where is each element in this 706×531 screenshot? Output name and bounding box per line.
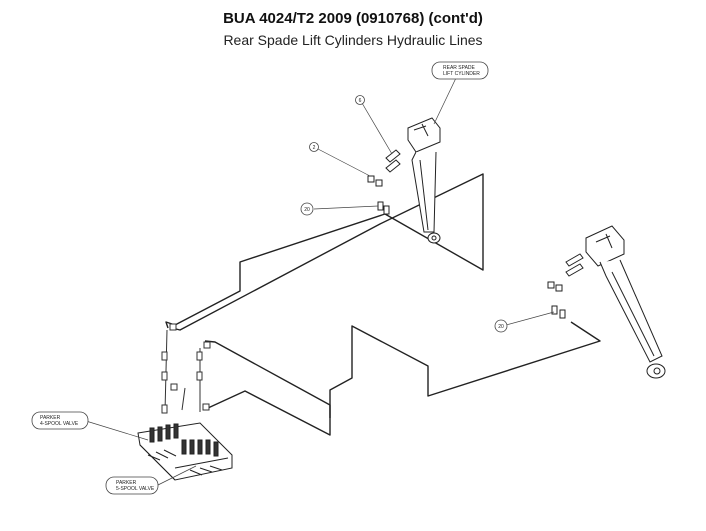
leader-item-20-lower: [505, 311, 555, 326]
item-bubble-2: 2: [309, 142, 319, 152]
hydraulic-line-lower-return: [204, 340, 331, 418]
page-title: BUA 4024/T2 2009 (0910768) (cont'd): [223, 10, 483, 27]
rear-spade-lift-cylinder-lower: [585, 225, 666, 379]
svg-text:20: 20: [304, 207, 310, 213]
svg-text:20: 20: [498, 324, 504, 330]
elbow-fittings-lower: [547, 281, 566, 319]
callout-rear-spade-lift-cylinder: REAR SPADE LIFT CYLINDER: [431, 61, 489, 80]
item-bubble-6: 6: [355, 95, 365, 105]
hose-fittings: [161, 323, 211, 414]
callout-parker-5-spool-valve: PARKER 5-SPOOL VALVE: [105, 476, 159, 495]
cylinder-pins-upper: [385, 149, 401, 173]
svg-text:5-SPOOL VALVE: 5-SPOOL VALVE: [116, 486, 155, 492]
parker-spool-valves: [137, 422, 233, 481]
hydraulic-line-upper: [165, 173, 484, 331]
svg-text:REAR SPADE: REAR SPADE: [443, 65, 476, 71]
svg-text:PARKER: PARKER: [116, 480, 137, 486]
leader-parker5: [155, 465, 197, 487]
elbow-fittings-upper: [367, 175, 390, 215]
leader-item-6: [361, 102, 393, 155]
rear-spade-lift-cylinder-upper: [407, 117, 441, 244]
cylinder-pins-lower: [565, 253, 584, 277]
item-bubble-20-lower: 20: [494, 319, 508, 333]
svg-text:2: 2: [313, 145, 316, 151]
page-subtitle: Rear Spade Lift Cylinders Hydraulic Line…: [223, 32, 483, 48]
callout-parker-4-spool-valve: PARKER 4-SPOOL VALVE: [31, 411, 89, 430]
svg-text:6: 6: [359, 98, 362, 104]
leader-item-2: [317, 148, 371, 177]
svg-text:LIFT CYLINDER: LIFT CYLINDER: [443, 71, 480, 77]
hydraulic-line-lower: [207, 321, 601, 436]
leader-parker4: [85, 420, 149, 441]
svg-text:4-SPOOL VALVE: 4-SPOOL VALVE: [40, 421, 79, 427]
item-bubble-20-upper: 20: [300, 202, 314, 216]
leader-rear-spade: [433, 77, 457, 125]
svg-text:PARKER: PARKER: [40, 415, 61, 421]
leader-item-20-upper: [313, 205, 379, 210]
hose-vertical-left: [164, 329, 201, 413]
